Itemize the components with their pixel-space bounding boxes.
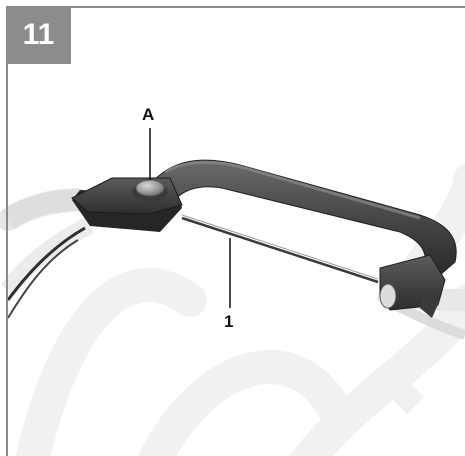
callout-label-1: 1 — [224, 312, 234, 331]
callout-label-a: A — [142, 105, 155, 124]
watermark-dot — [390, 380, 424, 414]
rod-highlight — [181, 214, 379, 280]
right-clamp-bore — [379, 283, 397, 309]
cable-2 — [7, 239, 79, 319]
step-number-badge: 11 — [6, 6, 71, 64]
right-clamp-tab — [420, 290, 440, 318]
handle-bar-highlight — [164, 160, 421, 220]
figure-frame — [6, 6, 465, 456]
handle-bar — [149, 159, 457, 276]
rod — [181, 216, 379, 284]
cable — [6, 226, 86, 301]
